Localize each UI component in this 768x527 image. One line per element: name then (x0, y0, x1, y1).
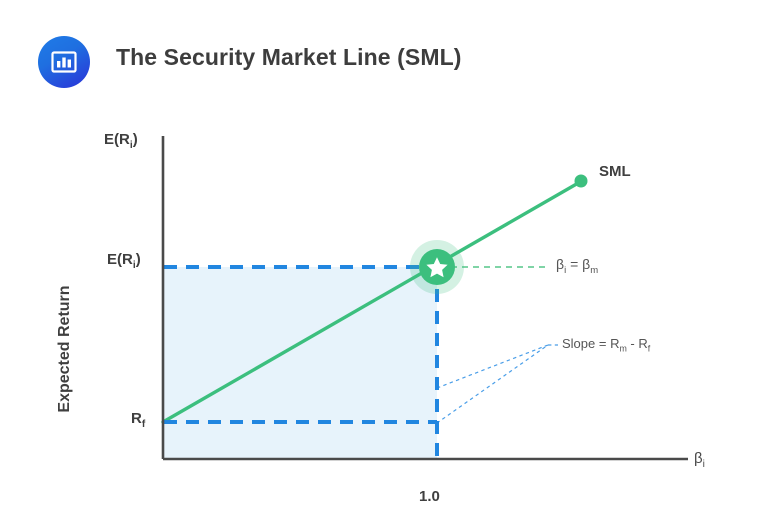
page-title: The Security Market Line (SML) (116, 44, 462, 70)
bar-chart-icon (38, 36, 90, 88)
y-axis-top-label: E(Ri) (104, 131, 138, 151)
sml-chart: E(Ri) E(Ri) Rf βi 1.0 SML βi = βm Slope … (0, 118, 768, 527)
y-axis-title: Expected Return (56, 285, 73, 413)
chart-canvas (161, 136, 688, 461)
sml-line (161, 180, 582, 424)
x-axis-tick-1: 1.0 (419, 488, 440, 505)
y-axis-risk-free-label: Rf (131, 410, 146, 430)
beta-equality-annotation: βi = βm (556, 256, 599, 276)
slope-annotation: Slope = Rm - Rf (562, 336, 651, 354)
x-axis-beta-label: βi (694, 450, 705, 470)
page-header: The Security Market Line (SML) (0, 0, 768, 118)
sml-endpoint-dot (574, 174, 588, 188)
slope-indicator-lines (436, 344, 549, 424)
sml-series-label: SML (599, 163, 631, 180)
star-icon (426, 257, 448, 278)
risk-premium-area (164, 267, 437, 458)
y-axis-expected-return-label: E(Ri) (107, 251, 141, 271)
